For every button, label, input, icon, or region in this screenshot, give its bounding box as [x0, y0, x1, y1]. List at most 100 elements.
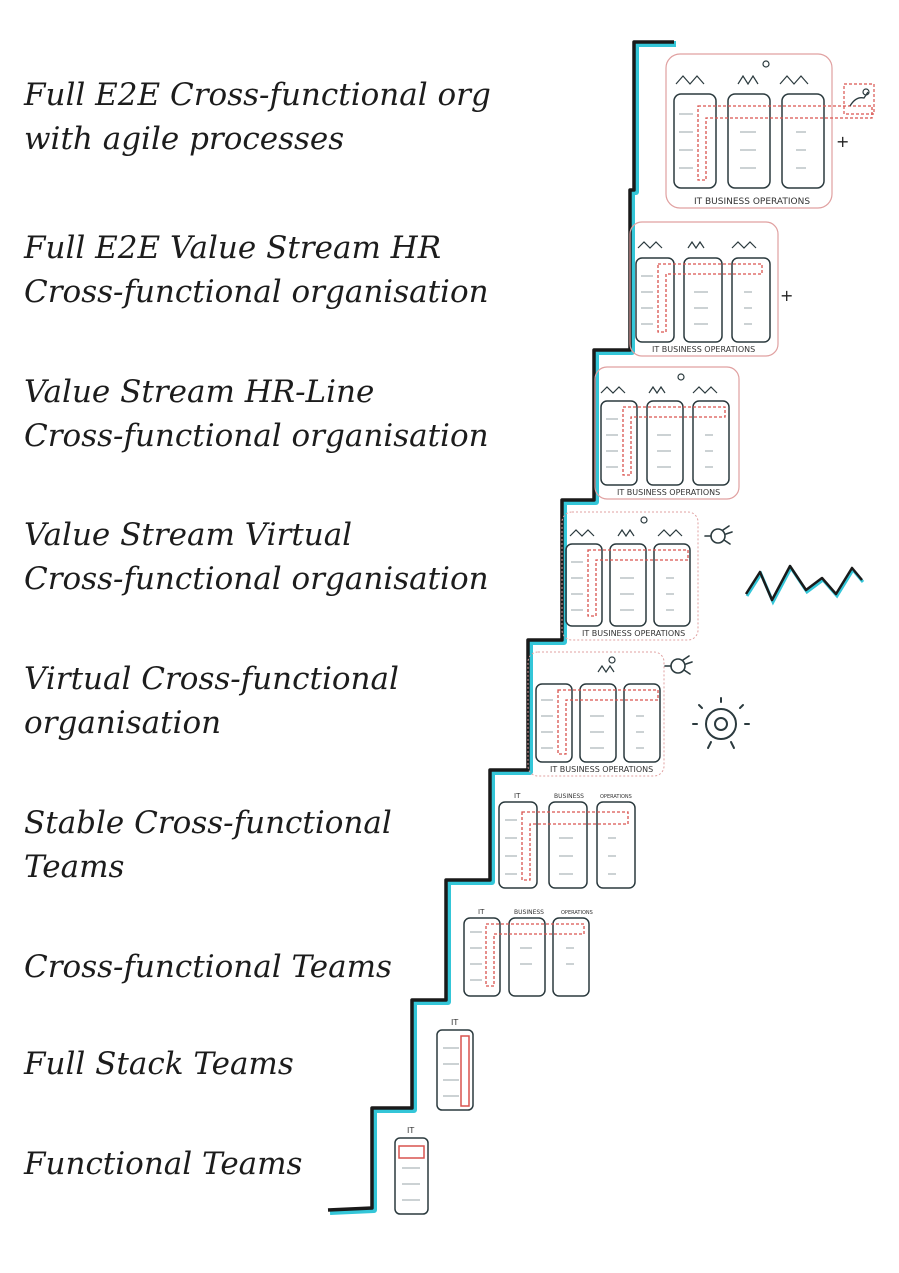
step-label-value-stream-hr-line: Value Stream HR-Line Cross-functional or… — [24, 370, 489, 458]
business-column — [609, 543, 647, 627]
business-column — [579, 683, 617, 763]
step-label-virtual-cross-functional: Virtual Cross-functional organisation — [24, 657, 399, 745]
team-highlight — [521, 811, 629, 881]
team-highlight — [557, 689, 659, 755]
team-highlight — [587, 549, 689, 617]
team-highlight — [657, 263, 763, 333]
column-label-it: IT — [514, 792, 521, 800]
team-highlight — [460, 1035, 470, 1107]
business-column — [683, 257, 723, 343]
operations-column — [596, 801, 636, 889]
it-column — [394, 1137, 429, 1215]
step-label-line2: organisation — [24, 705, 222, 741]
operations-column — [623, 683, 661, 763]
organisation-frame — [561, 511, 699, 641]
step-label-line2: Teams — [24, 849, 125, 885]
management-icons — [600, 373, 718, 395]
step-label-line2: with agile processes — [24, 121, 345, 157]
people-icons — [505, 819, 616, 875]
step-label-line1: Value Stream Virtual — [24, 517, 353, 553]
departments-caption: IT BUSINESS OPERATIONS — [694, 197, 810, 207]
step-label-full-e2e-agile: Full E2E Cross-functional org with agile… — [24, 73, 491, 161]
it-column — [600, 400, 638, 486]
column-label-business: BUSINESS — [554, 793, 584, 800]
organisation-frame — [594, 366, 740, 500]
team-highlight — [622, 406, 726, 476]
step-label-cross-functional-teams: Cross-functional Teams — [24, 945, 392, 989]
it-column — [565, 543, 603, 627]
sun-icon — [692, 697, 750, 749]
stair-shadow — [329, 41, 676, 1215]
plug-icon — [664, 655, 693, 675]
stair-line — [327, 40, 674, 1212]
column-label-operations: OPERATIONS — [600, 794, 632, 800]
step-label-line2: Cross-functional organisation — [24, 274, 489, 310]
step-label-line1: Virtual Cross-functional — [24, 661, 399, 697]
people-icons — [571, 561, 674, 611]
zigzag-line-icon — [744, 564, 863, 602]
management-icons — [675, 60, 809, 86]
departments-caption: IT BUSINESS OPERATIONS — [550, 765, 653, 774]
it-column — [436, 1029, 474, 1111]
operations-column — [552, 917, 590, 997]
management-icons — [569, 516, 683, 538]
people-icons — [679, 113, 806, 169]
it-column — [535, 683, 573, 763]
departments-caption: IT BUSINESS OPERATIONS — [652, 345, 755, 354]
business-column — [727, 93, 771, 189]
plus-sign: + — [780, 286, 793, 305]
organisation-frame — [629, 221, 779, 357]
it-column — [498, 801, 538, 889]
business-column — [646, 400, 684, 486]
step-label-value-stream-virtual: Value Stream Virtual Cross-functional or… — [24, 513, 489, 601]
people-icons — [541, 699, 644, 749]
departments-caption: IT BUSINESS OPERATIONS — [582, 629, 685, 638]
people-icons — [641, 275, 752, 325]
column-label-it: IT — [451, 1018, 458, 1027]
column-label-business: BUSINESS — [514, 909, 544, 916]
people-icons — [470, 931, 574, 981]
business-column — [508, 917, 546, 997]
people-icons — [606, 418, 713, 468]
value-stream-hr-line-illustration: IT BUSINESS OPERATIONS — [594, 366, 740, 500]
team-highlight — [697, 105, 873, 181]
management-icons — [597, 656, 616, 674]
plug-icon — [704, 525, 733, 545]
stable-cross-functional-teams-illustration: IT BUSINESS OPERATIONS — [498, 792, 636, 889]
step-label-line1: Stable Cross-functional — [24, 805, 392, 841]
organisation-frame — [665, 53, 833, 209]
column-label-it: IT — [407, 1126, 414, 1135]
management-icons — [637, 240, 757, 250]
step-label-line1: Full Stack Teams — [24, 1046, 294, 1082]
step-label-line1: Value Stream HR-Line — [24, 374, 375, 410]
staircase — [327, 40, 676, 1215]
it-column — [635, 257, 675, 343]
it-column — [463, 917, 501, 997]
column-label-operations: OPERATIONS — [561, 910, 593, 916]
full-stack-teams-illustration: IT — [436, 1018, 474, 1111]
step-label-functional-teams: Functional Teams — [24, 1142, 302, 1186]
business-column — [548, 801, 588, 889]
step-label-line2: Cross-functional organisation — [24, 418, 489, 454]
departments-caption: IT BUSINESS OPERATIONS — [617, 488, 720, 497]
step-label-stable-cross-functional: Stable Cross-functional Teams — [24, 801, 392, 889]
team-highlight — [485, 923, 585, 987]
column-label-it: IT — [478, 908, 485, 916]
people-icons — [402, 1167, 420, 1201]
step-label-line1: Full E2E Value Stream HR — [24, 230, 442, 266]
cross-functional-teams-illustration: IT BUSINESS OPERATIONS — [463, 908, 593, 997]
operations-column — [653, 543, 691, 627]
functional-teams-illustration: IT — [394, 1126, 429, 1215]
step-label-full-stack-teams: Full Stack Teams — [24, 1042, 294, 1086]
virtual-cross-functional-org-illustration: IT BUSINESS OPERATIONS — [527, 651, 665, 777]
customer-hand-icon — [843, 83, 875, 115]
step-label-full-e2e-value-stream-hr: Full E2E Value Stream HR Cross-functiona… — [24, 226, 489, 314]
operations-column — [731, 257, 771, 343]
operations-column — [692, 400, 730, 486]
value-stream-virtual-illustration: IT BUSINESS OPERATIONS — [561, 511, 699, 641]
team-highlight — [398, 1145, 425, 1159]
step-label-line1: Functional Teams — [24, 1146, 303, 1182]
full-e2e-agile-org-illustration: IT BUSINESS OPERATIONS — [665, 53, 873, 209]
it-column — [673, 93, 717, 189]
